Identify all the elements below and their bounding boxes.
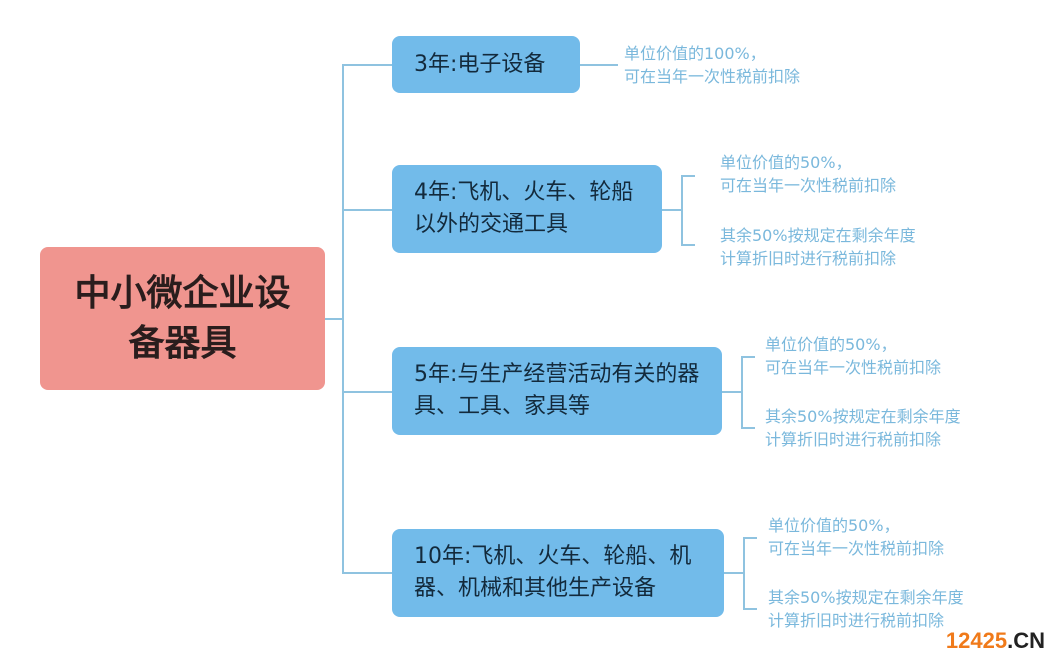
branch-node-4yr: 4年:飞机、火车、轮船以外的交通工具	[392, 165, 662, 253]
connector-leaf4	[724, 572, 744, 574]
watermark-number: 12425	[945, 628, 1008, 653]
branch-node-5yr: 5年:与生产经营活动有关的器具、工具、家具等	[392, 347, 722, 435]
leaf-text: 其余50%按规定在剩余年度 计算折旧时进行税前扣除	[765, 407, 961, 449]
branch-label: 4年:飞机、火车、轮船以外的交通工具	[414, 180, 634, 237]
bracket-4-bot	[743, 608, 757, 610]
branch-node-10yr: 10年:飞机、火车、轮船、机器、机械和其他生产设备	[392, 529, 724, 617]
leaf-text: 单位价值的50%， 可在当年一次性税前扣除	[765, 335, 942, 377]
connector-trunk	[342, 64, 344, 574]
connector-leaf3	[722, 391, 742, 393]
leaf-text: 单位价值的50%， 可在当年一次性税前扣除	[720, 153, 897, 195]
bracket-2-bot	[681, 244, 695, 246]
root-node: 中小微企业设备器具	[40, 247, 325, 390]
bracket-3-bot	[741, 427, 755, 429]
bracket-4-top	[743, 537, 757, 539]
connector-b2	[342, 209, 392, 211]
connector-b1	[342, 64, 392, 66]
bracket-2	[681, 175, 683, 245]
watermark: 12425.CN	[946, 628, 1045, 654]
watermark-suffix: .CN	[1007, 628, 1045, 653]
connector-leaf1	[580, 64, 618, 66]
leaf-text: 单位价值的50%， 可在当年一次性税前扣除	[768, 516, 945, 558]
branch-label: 5年:与生产经营活动有关的器具、工具、家具等	[414, 362, 700, 419]
bracket-4	[743, 537, 745, 609]
connector-b3	[342, 391, 392, 393]
connector-b4	[342, 572, 392, 574]
root-label: 中小微企业设备器具	[74, 272, 291, 364]
bracket-3	[741, 356, 743, 428]
leaf-text: 其余50%按规定在剩余年度 计算折旧时进行税前扣除	[768, 588, 964, 630]
branch-label: 10年:飞机、火车、轮船、机器、机械和其他生产设备	[414, 544, 692, 601]
leaf-text: 其余50%按规定在剩余年度 计算折旧时进行税前扣除	[720, 226, 916, 268]
bracket-3-top	[741, 356, 755, 358]
branch-node-3yr: 3年:电子设备	[392, 36, 580, 93]
connector-root	[325, 318, 343, 320]
leaf-text: 单位价值的100%， 可在当年一次性税前扣除	[624, 44, 801, 86]
bracket-2-top	[681, 175, 695, 177]
connector-leaf2	[662, 209, 682, 211]
branch-label: 3年:电子设备	[414, 51, 546, 77]
